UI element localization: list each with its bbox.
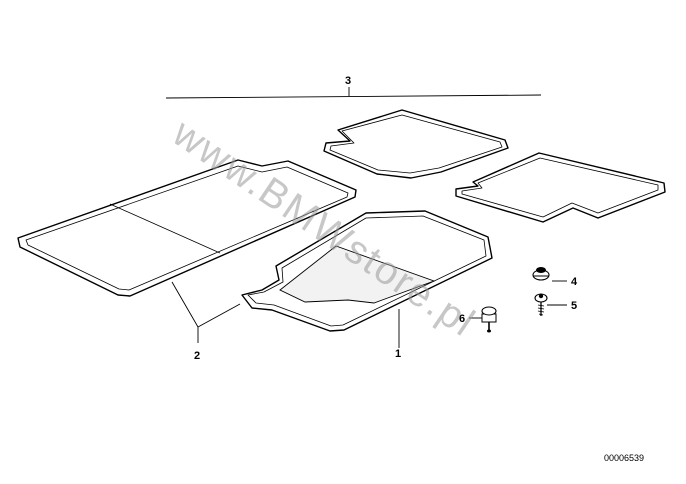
part-label-4: 4 — [571, 276, 578, 288]
front-left-floor-mat — [241, 210, 493, 332]
push-pin-fastener-part-6 — [481, 306, 497, 333]
document-number: 00006539 — [604, 453, 644, 463]
rear-right-floor-mat — [323, 109, 509, 179]
carpet-insert — [279, 245, 436, 304]
part-label-6: 6 — [459, 313, 465, 325]
rear-floor-mat — [17, 159, 357, 297]
screw-fastener-part-5 — [534, 293, 548, 316]
part-label-1: 1 — [395, 348, 401, 360]
part-label-5: 5 — [571, 300, 577, 312]
part-label-2: 2 — [194, 350, 200, 362]
front-right-floor-mat — [455, 152, 666, 223]
watermark-text: www.BMWstore.pl — [164, 110, 483, 345]
part-label-3: 3 — [345, 75, 351, 87]
clip-fastener-part-4 — [532, 267, 550, 281]
leader-lines — [165, 87, 567, 348]
